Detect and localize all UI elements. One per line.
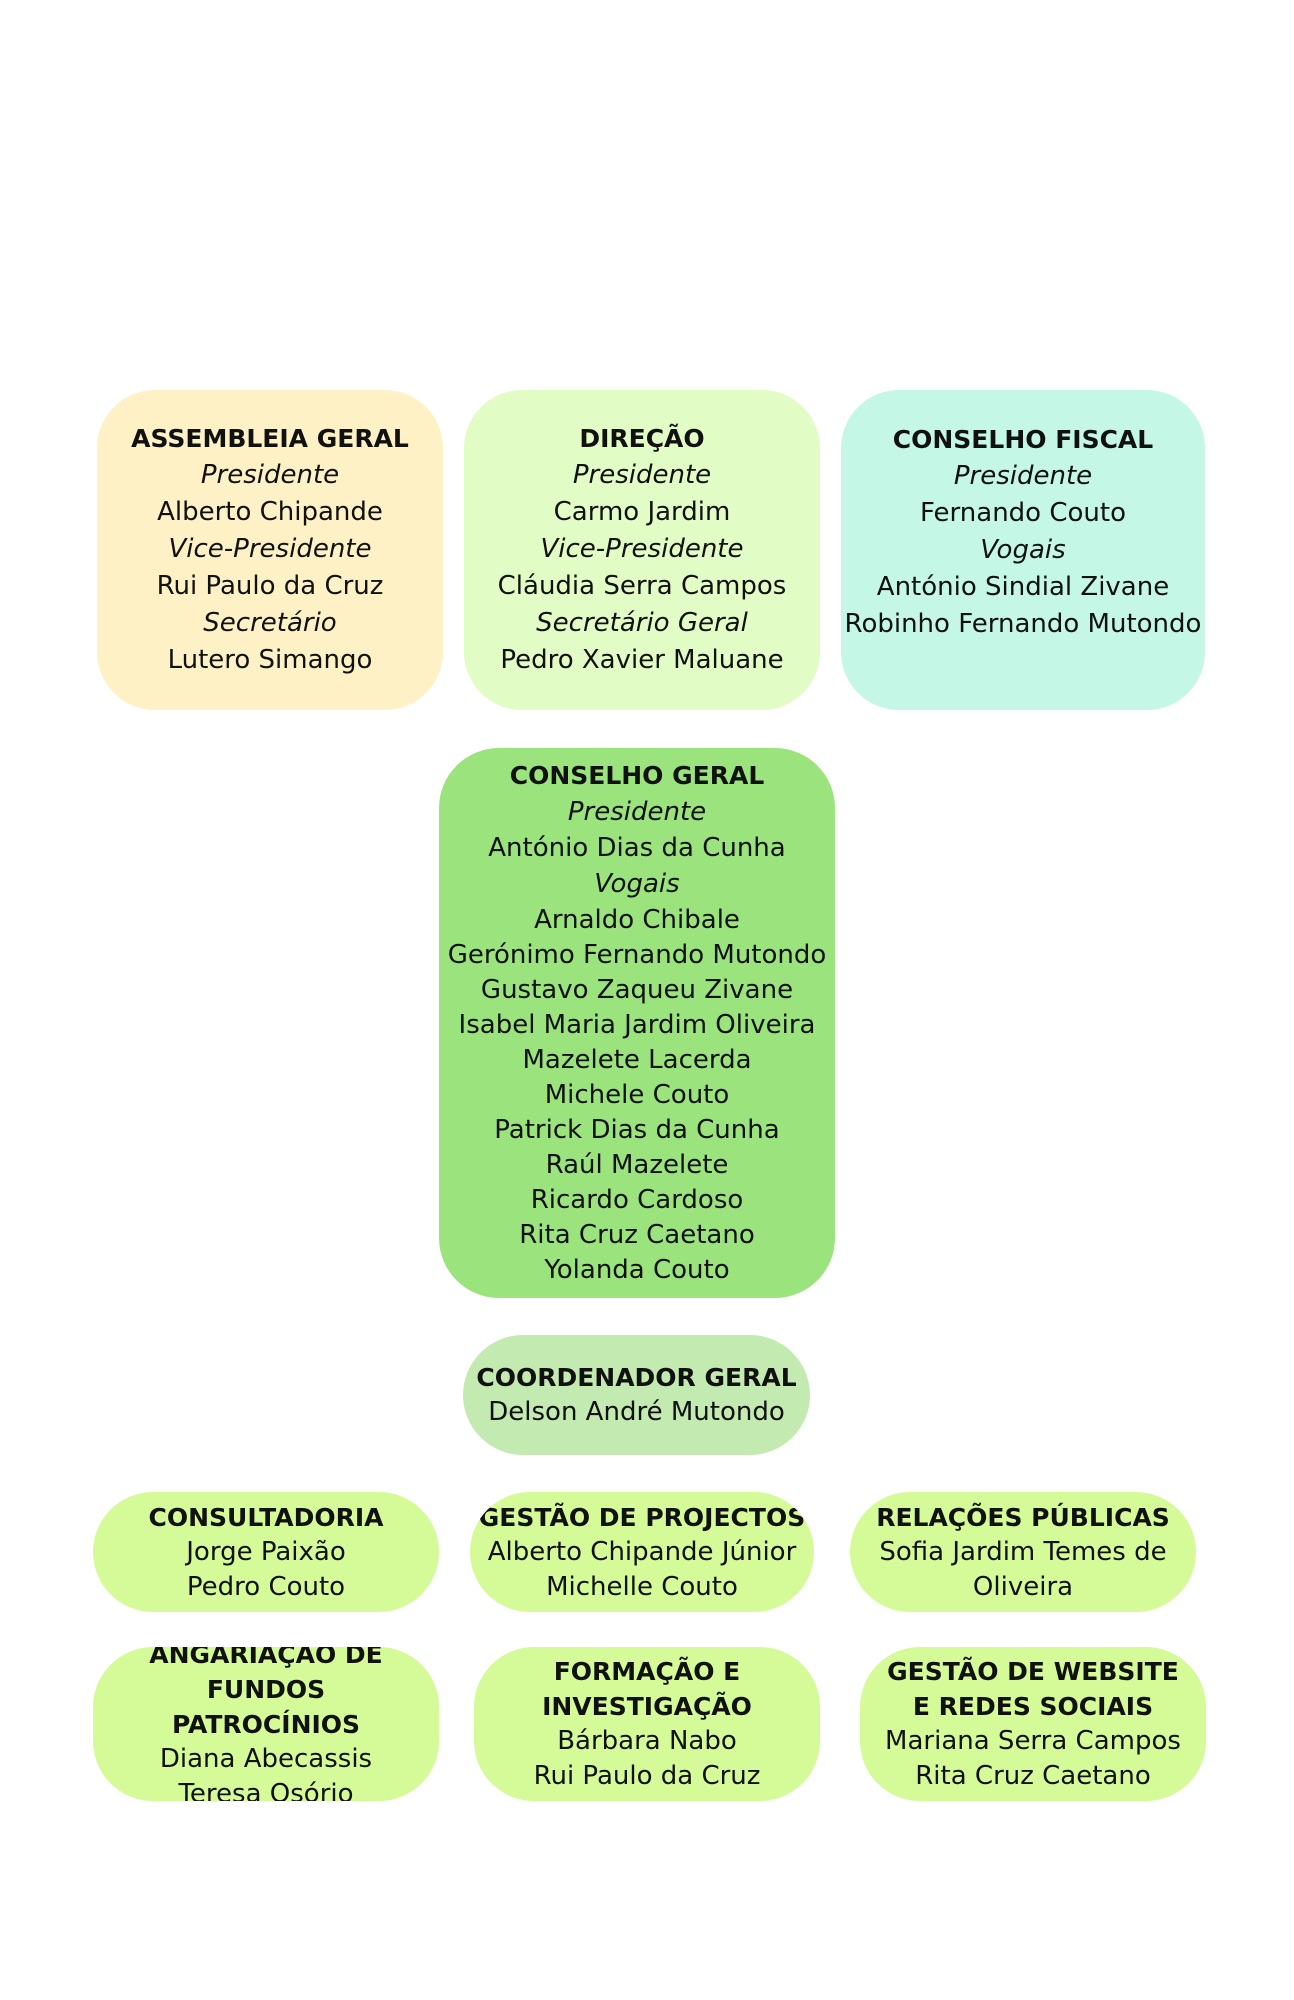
gestao-projectos-name: Alberto Chipande Júnior bbox=[487, 1536, 797, 1567]
gestao-website-box: GESTÃO DE WEBSITE E REDES SOCIAIS Marian… bbox=[860, 1647, 1206, 1801]
direcao-presidente-role: Presidente bbox=[572, 460, 712, 490]
vogal-name: Raúl Mazelete bbox=[545, 1150, 729, 1180]
direcao-title: DIREÇÃO bbox=[579, 424, 705, 453]
conselho-fiscal-title: CONSELHO FISCAL bbox=[892, 425, 1154, 454]
consultadoria-name: Jorge Paixão bbox=[186, 1536, 346, 1567]
conselho-geral-vogais-role: Vogais bbox=[594, 869, 680, 899]
conselho-geral-presidente-name: António Dias da Cunha bbox=[488, 833, 786, 863]
vogal-name: Gerónimo Fernando Mutondo bbox=[447, 940, 827, 970]
vogal-name: Patrick Dias da Cunha bbox=[494, 1115, 780, 1145]
vogal-name: Gustavo Zaqueu Zivane bbox=[480, 975, 794, 1005]
assembleia-secretario-name: Lutero Simango bbox=[167, 645, 373, 675]
vogal-name: Yolanda Couto bbox=[544, 1255, 730, 1285]
angariacao-title-line: PATROCÍNIOS bbox=[171, 1709, 361, 1739]
gestao-projectos-name: Michelle Couto bbox=[546, 1571, 738, 1602]
consultadoria-box: CONSULTADORIA Jorge Paixão Pedro Couto bbox=[93, 1492, 439, 1612]
angariacao-fundos-box: ANGARIAÇÃO DE FUNDOS PATROCÍNIOS Diana A… bbox=[93, 1647, 439, 1801]
assembleia-presidente-name: Alberto Chipande bbox=[157, 497, 383, 527]
vogal-name: Mazelete Lacerda bbox=[522, 1045, 752, 1075]
relacoes-publicas-title: RELAÇÕES PÚBLICAS bbox=[876, 1502, 1170, 1532]
formacao-investigacao-box: FORMAÇÃO E INVESTIGAÇÃO Bárbara Nabo Rui… bbox=[474, 1647, 820, 1801]
conselho-geral-title: CONSELHO GERAL bbox=[509, 761, 765, 790]
relacoes-publicas-name: Oliveira bbox=[972, 1571, 1074, 1602]
assembleia-geral-title: ASSEMBLEIA GERAL bbox=[131, 424, 409, 453]
direcao-vice-role: Vice-Presidente bbox=[540, 534, 744, 564]
website-name: Rita Cruz Caetano bbox=[915, 1761, 1151, 1791]
vogal-name: Rita Cruz Caetano bbox=[519, 1220, 755, 1250]
vogal-name: Arnaldo Chibale bbox=[534, 905, 740, 935]
fiscal-presidente-role: Presidente bbox=[953, 461, 1093, 491]
vogal-name: Michele Couto bbox=[544, 1080, 730, 1110]
formacao-name: Rui Paulo da Cruz bbox=[533, 1761, 761, 1791]
coordenador-geral-box: COORDENADOR GERAL Delson André Mutondo bbox=[463, 1335, 810, 1455]
consultadoria-title: CONSULTADORIA bbox=[148, 1502, 384, 1532]
angariacao-title-line: ANGARIAÇÃO DE FUNDOS bbox=[149, 1647, 383, 1704]
conselho-fiscal-box: CONSELHO FISCAL Presidente Fernando Cout… bbox=[841, 390, 1205, 710]
assembleia-secretario-role: Secretário bbox=[203, 608, 337, 638]
assembleia-vice-role: Vice-Presidente bbox=[168, 534, 372, 564]
formacao-title-line: INVESTIGAÇÃO bbox=[542, 1692, 752, 1721]
fiscal-vogais-role: Vogais bbox=[980, 535, 1066, 565]
direcao-secretario-role: Secretário Geral bbox=[536, 608, 748, 638]
website-title-line: GESTÃO DE WEBSITE bbox=[887, 1657, 1179, 1686]
gestao-projectos-box: GESTÃO DE PROJECTOS Alberto Chipande Jún… bbox=[470, 1492, 814, 1612]
angariacao-name: Teresa Osório bbox=[178, 1778, 354, 1802]
angariacao-name: Diana Abecassis bbox=[159, 1743, 373, 1774]
relacoes-publicas-box: RELAÇÕES PÚBLICAS Sofia Jardim Temes de … bbox=[850, 1492, 1196, 1612]
formacao-title-line: FORMAÇÃO E bbox=[553, 1657, 741, 1686]
conselho-geral-presidente-role: Presidente bbox=[567, 797, 707, 827]
vogal-name: Ricardo Cardoso bbox=[530, 1185, 744, 1215]
fiscal-presidente-name: Fernando Couto bbox=[920, 498, 1126, 528]
direcao-secretario-name: Pedro Xavier Maluane bbox=[500, 645, 784, 675]
relacoes-publicas-name: Sofia Jardim Temes de bbox=[879, 1536, 1167, 1567]
gestao-projectos-title: GESTÃO DE PROJECTOS bbox=[478, 1502, 806, 1532]
website-name: Mariana Serra Campos bbox=[885, 1726, 1181, 1756]
fiscal-vogal-name: Robinho Fernando Mutondo bbox=[844, 609, 1202, 639]
coordenador-geral-title: COORDENADOR GERAL bbox=[476, 1363, 797, 1392]
assembleia-vice-name: Rui Paulo da Cruz bbox=[156, 571, 384, 601]
vogal-name: Isabel Maria Jardim Oliveira bbox=[458, 1010, 816, 1040]
conselho-geral-box: CONSELHO GERAL Presidente António Dias d… bbox=[439, 748, 835, 1298]
direcao-box: DIREÇÃO Presidente Carmo Jardim Vice-Pre… bbox=[464, 390, 820, 710]
direcao-presidente-name: Carmo Jardim bbox=[553, 497, 731, 527]
assembleia-geral-box: ASSEMBLEIA GERAL Presidente Alberto Chip… bbox=[97, 390, 443, 710]
assembleia-presidente-role: Presidente bbox=[200, 460, 340, 490]
fiscal-vogal-name: António Sindial Zivane bbox=[876, 572, 1170, 602]
consultadoria-name: Pedro Couto bbox=[186, 1571, 346, 1602]
coordenador-geral-name: Delson André Mutondo bbox=[488, 1397, 785, 1427]
direcao-vice-name: Cláudia Serra Campos bbox=[497, 571, 787, 601]
formacao-name: Bárbara Nabo bbox=[557, 1726, 737, 1756]
website-title-line: E REDES SOCIAIS bbox=[912, 1692, 1154, 1721]
